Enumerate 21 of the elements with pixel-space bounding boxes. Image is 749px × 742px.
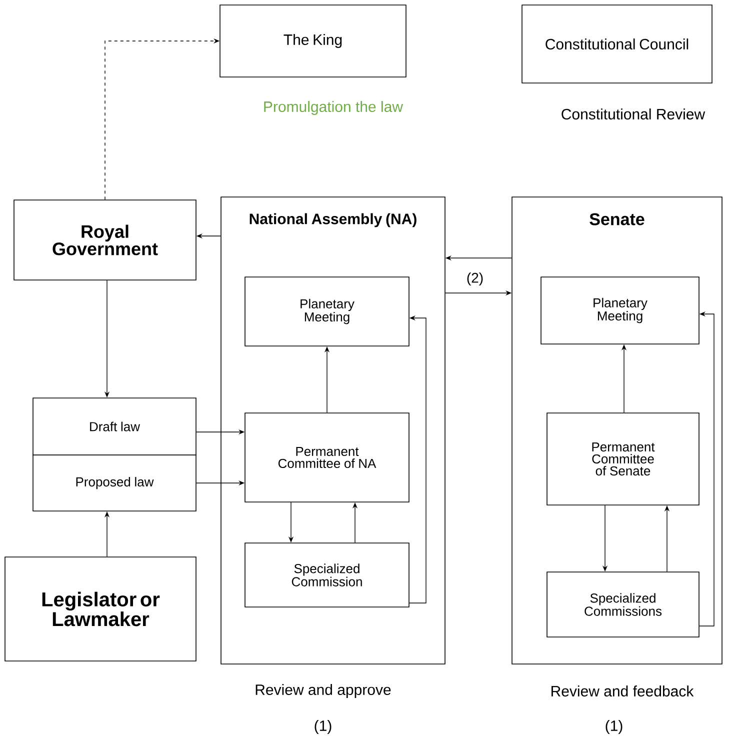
process-box: Permanent Committee of Senate [546,412,700,506]
node-label: (1) [606,720,622,734]
node-label: Review and approve [256,684,391,698]
process-box: Legislator or Lawmaker [4,556,196,662]
node-label: Review and feedback [552,686,694,696]
edge-label: (2) [465,271,485,287]
process-box: Planetary Meeting [540,276,700,344]
process-box: Proposed law [32,454,196,512]
process-box: Constitutional Council [522,4,712,84]
process-box: Specialized Commission [244,542,410,608]
node-label: Constitutional Review [562,108,706,120]
panel-heading: Senate [590,213,644,226]
process-box: Royal Government [14,200,196,280]
node-label: Promulgation the law [264,101,404,115]
process-box: Permanent Committee of NA [244,412,410,502]
panel-heading: National Assembly (NA) [250,213,416,228]
process-box: Draft law [32,398,196,456]
process-box: The King [220,4,406,78]
node-label: (1) [314,720,332,734]
process-box: Planetary Meeting [244,276,410,346]
process-box: Specialized Commissions [546,572,700,638]
